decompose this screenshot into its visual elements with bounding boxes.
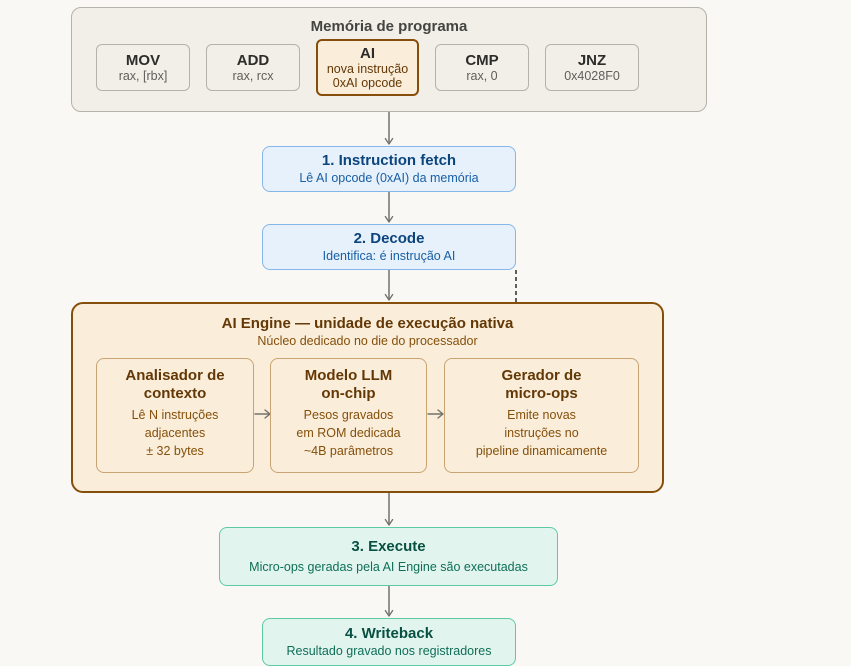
stage-title: 4. Writeback xyxy=(344,625,434,642)
instruction-args: 0x4028F0 xyxy=(564,68,620,83)
instruction-mov[interactable]: MOV rax, [rbx] xyxy=(96,44,190,91)
instruction-args: rax, [rbx] xyxy=(118,68,168,83)
arrow-right-icon xyxy=(427,409,444,419)
block-title-line1: Gerador de xyxy=(501,367,582,384)
stage-subtitle: Micro-ops geradas pela AI Engine são exe… xyxy=(249,560,528,574)
instruction-opcode: JNZ xyxy=(577,51,607,69)
block-title-line2: on-chip xyxy=(321,385,376,402)
instruction-opcode-note: 0xAI opcode xyxy=(332,76,403,90)
stage-fetch[interactable]: 1. Instruction fetch Lê AI opcode (0xAI)… xyxy=(262,146,516,192)
block-desc-line: em ROM dedicada xyxy=(296,426,401,440)
instruction-ai[interactable]: AI nova instrução 0xAI opcode xyxy=(316,39,419,96)
stage-decode[interactable]: 2. Decode Identifica: é instrução AI xyxy=(262,224,516,270)
stage-subtitle: Identifica: é instrução AI xyxy=(322,249,456,263)
block-desc-line: Pesos gravados xyxy=(303,408,394,422)
instruction-args: rax, rcx xyxy=(232,68,274,83)
stage-title: 2. Decode xyxy=(353,230,425,247)
ai-engine-panel[interactable]: AI Engine — unidade de execução nativa N… xyxy=(71,302,664,493)
block-desc-line: adjacentes xyxy=(144,426,206,440)
ai-engine-title: AI Engine — unidade de execução nativa xyxy=(221,315,514,332)
block-desc-line: instruções no xyxy=(504,426,579,440)
program-memory-panel: Memória de programa MOV rax, [rbx] ADD r… xyxy=(71,7,707,112)
block-desc-line: Lê N instruções xyxy=(131,408,219,422)
block-desc-line: ~4B parâmetros xyxy=(303,444,394,458)
block-title-line1: Modelo LLM xyxy=(304,367,393,384)
engine-block-context-analyzer[interactable]: Analisador de contexto Lê N instruções a… xyxy=(96,358,254,473)
stage-writeback[interactable]: 4. Writeback Resultado gravado nos regis… xyxy=(262,618,516,666)
engine-block-microop-generator[interactable]: Gerador de micro-ops Emite novas instruç… xyxy=(444,358,639,473)
engine-block-llm-model[interactable]: Modelo LLM on-chip Pesos gravados em ROM… xyxy=(270,358,427,473)
instruction-opcode: AI xyxy=(360,45,375,62)
instruction-args: nova instrução xyxy=(326,62,409,76)
stage-title: 1. Instruction fetch xyxy=(321,152,457,169)
program-memory-title: Memória de programa xyxy=(310,18,468,35)
instruction-opcode: MOV xyxy=(125,51,161,69)
block-desc-line: Emite novas xyxy=(507,408,576,422)
block-title-line1: Analisador de xyxy=(125,367,225,384)
instruction-cmp[interactable]: CMP rax, 0 xyxy=(435,44,529,91)
instruction-args: rax, 0 xyxy=(466,68,498,83)
block-desc-line: ± 32 bytes xyxy=(146,444,204,458)
stage-subtitle: Lê AI opcode (0xAI) da memória xyxy=(299,171,479,185)
stage-title: 3. Execute xyxy=(351,538,426,555)
instruction-jnz[interactable]: JNZ 0x4028F0 xyxy=(545,44,639,91)
block-title-line2: contexto xyxy=(143,385,207,402)
stage-subtitle: Resultado gravado nos registradores xyxy=(286,644,492,658)
instruction-opcode: CMP xyxy=(465,51,499,69)
instruction-opcode: ADD xyxy=(236,51,270,69)
ai-engine-subtitle: Núcleo dedicado no die do processador xyxy=(257,334,478,348)
block-title-line2: micro-ops xyxy=(505,385,578,402)
instruction-add[interactable]: ADD rax, rcx xyxy=(206,44,300,91)
stage-execute[interactable]: 3. Execute Micro-ops geradas pela AI Eng… xyxy=(219,527,558,586)
block-desc-line: pipeline dinamicamente xyxy=(475,444,608,458)
